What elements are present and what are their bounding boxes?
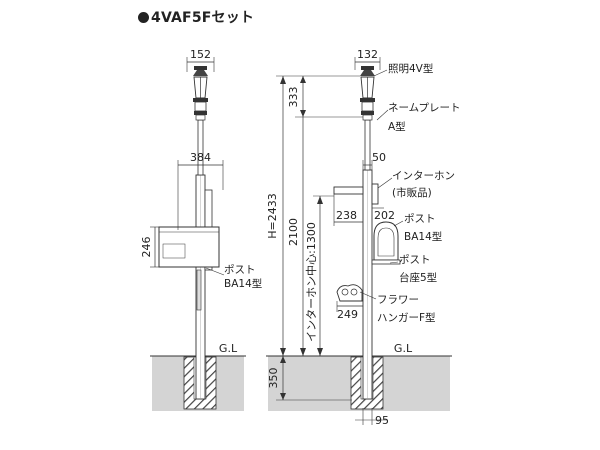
dim-238: 238 [333,194,363,226]
dim-nameplate-offset: 50 [372,151,386,164]
dim-total-height-text: H=2433 [266,193,279,238]
dim-202: 202 [372,207,395,222]
dim-333: 333 [287,76,306,117]
title-row: 4VAF5Fセット [138,7,254,27]
leader-post [393,220,404,227]
label-post-1: ポスト [404,213,436,225]
front-ground-label: G.L [219,342,238,355]
dim-embed-depth: 350 [267,368,280,389]
dim-hanger-width: 249 [337,308,358,321]
side-intercom [371,183,379,205]
front-post-box [158,226,220,268]
label-stand-1: ポスト [399,254,431,266]
label-stand-2: 台座5型 [399,271,437,284]
bullet-icon [138,11,149,23]
leader-stand [389,261,399,264]
dim-384: 384 [177,151,224,230]
dim-246: 246 [140,226,160,268]
label-nameplate-2: A型 [388,120,406,133]
dim-50: 50 [362,151,386,170]
side-nameplate [333,186,364,195]
side-post [371,221,401,265]
front-post-leader [205,267,225,276]
diagram-title: 4VAF5Fセット [151,10,255,26]
label-nameplate-1: ネームプレート [388,102,461,114]
dim-base-width: 95 [375,414,389,427]
front-lamp-stem [197,119,204,176]
front-post-label-2: BA14型 [224,277,262,290]
leader-flower [359,291,377,300]
dim-nameplate-width: 238 [336,209,357,222]
dim-top-width: 132 [357,48,378,61]
dim-lamp-width: 152 [190,48,211,61]
dim-152: 152 [186,48,215,72]
dim-pole-height: 2100 [287,218,300,246]
dim-132: 132 [354,48,381,70]
label-flower-1: フラワー [377,294,419,306]
dim-2100: 2100 [287,117,306,356]
dim-total-height: H=2433 [266,76,286,356]
front-post-slot [196,269,202,311]
side-ground-label: G.L [394,342,413,355]
label-intercom-2: (市販品) [392,186,432,199]
label-post-2: BA14型 [404,230,442,243]
front-post-label-1: ポスト [224,264,256,276]
side-lamp-stem [364,119,371,171]
dim-95: 95 [355,408,389,427]
label-flower-2: ハンガーF型 [377,311,436,324]
dim-intercom-center-text: インターホン中心:1300 [305,222,318,342]
dim-intercom-width: 202 [374,209,395,222]
front-lamp [193,66,208,121]
dim-350: 350 [267,356,286,400]
side-view: 132 H=2433 333 [266,48,461,427]
dim-intercom-center: インターホン中心:1300 [305,196,323,356]
dim-lamp-height: 333 [287,87,300,108]
side-lamp [360,66,375,121]
dim-249: 249 [336,301,363,321]
leader-intercom [377,177,393,189]
side-flower-hanger [336,284,363,302]
label-intercom-1: インターホン [392,170,455,182]
leader-lamp [373,69,388,77]
dim-post-width: 384 [190,151,211,164]
label-lamp: 照明4V型 [388,62,433,75]
leader-nameplate [376,109,389,121]
front-view: 152 384 246 ポスト BA14型 G.L [140,48,262,411]
dim-box-height: 246 [140,237,153,258]
